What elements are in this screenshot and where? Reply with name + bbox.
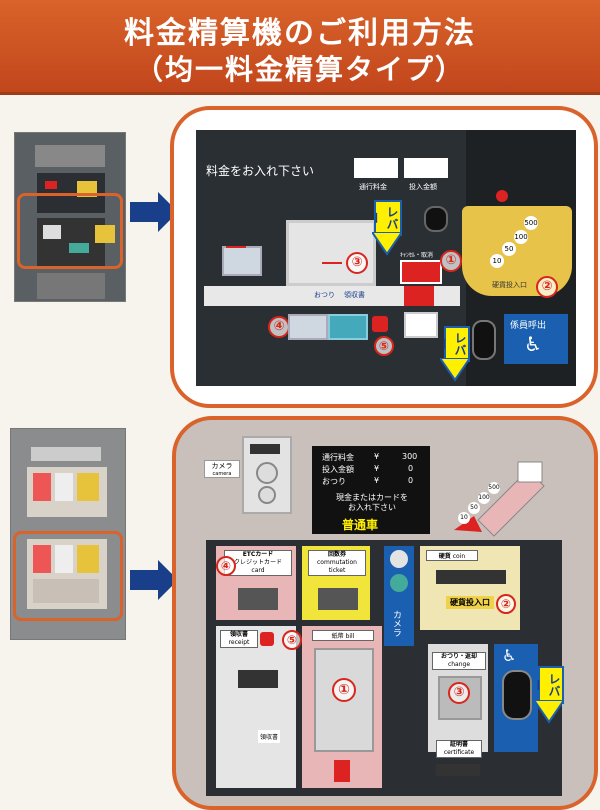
- arrow-right-icon: [130, 192, 178, 232]
- marker-1: ①: [440, 250, 462, 272]
- wheelchair-icon-2: ♿: [502, 646, 517, 665]
- coin-slot-label: 硬貨投入口: [492, 281, 527, 289]
- marker2-5: ⑤: [282, 630, 302, 650]
- coin-label: 硬貨 coin: [426, 550, 478, 561]
- title-banner: 料金精算機のご利用方法 （均一料金精算タイプ）: [0, 0, 600, 95]
- coin-10: 10: [490, 254, 504, 268]
- page-title: 料金精算機のご利用方法: [124, 16, 476, 51]
- wheelchair-icon: ♿: [524, 332, 542, 356]
- staff-call-button-2[interactable]: [502, 670, 532, 720]
- ticket-slot[interactable]: [318, 588, 358, 610]
- receipt-label: 領収書: [344, 291, 365, 299]
- coin-50: 50: [502, 242, 516, 256]
- receipt-label-2: 領収書 receipt: [220, 630, 258, 648]
- receipt-tag: 領収書: [258, 730, 281, 743]
- cancel-label: ｷｬﾝｾﾙ・取消: [400, 252, 434, 259]
- receipt-area: [216, 626, 296, 788]
- marker-5: ⑤: [374, 336, 394, 356]
- bill-label: 紙幣 bill: [312, 630, 374, 641]
- arrow-right-icon-2: [130, 560, 178, 600]
- lever-down-arrow-icon: [372, 232, 402, 256]
- machine-photo-1: [14, 132, 126, 302]
- marker2-1: ①: [332, 678, 356, 702]
- receipt-button[interactable]: [372, 316, 388, 332]
- coin-slot-label-2: 硬貨投入口: [446, 596, 494, 609]
- coin-slot-2[interactable]: [436, 570, 506, 584]
- label-strip: [204, 286, 460, 306]
- camera-side-label: カメラ: [391, 610, 401, 637]
- staff-call-panel: [504, 314, 568, 364]
- change-tray[interactable]: [288, 314, 328, 340]
- lever-down-arrow-icon-3: [534, 700, 564, 724]
- paid-label: 投入金額: [409, 183, 437, 191]
- marker2-3: ③: [448, 682, 470, 704]
- coin-100: 100: [514, 230, 528, 244]
- coin-chute-icon: [454, 461, 545, 537]
- marker-4: ④: [268, 316, 290, 338]
- page-subtitle: （均一料金精算タイプ）: [134, 53, 465, 86]
- key-lock: [424, 206, 448, 232]
- certificate-label: 証明書 certificate: [436, 740, 482, 758]
- lever-down-arrow-icon-2: [440, 358, 470, 382]
- marker-2: ②: [536, 276, 558, 298]
- coin2-10: 10: [458, 512, 470, 524]
- coin-return[interactable]: [404, 312, 438, 338]
- etc-card-slot[interactable]: [238, 588, 278, 610]
- lever-label-2: レバー: [437, 326, 470, 362]
- cancel-button[interactable]: [400, 260, 442, 284]
- fare-display: [354, 158, 398, 178]
- paid-display: [404, 158, 448, 178]
- change-label-2: おつり・返却 change: [432, 652, 486, 670]
- lever-label-1: レバー: [369, 200, 402, 236]
- machine-panel-1: 料金をお入れ下さい 通行料金 投入金額 ③ レバー ｷｬﾝｾﾙ・取消 ① おつり…: [170, 106, 598, 408]
- staff-call-button[interactable]: [472, 320, 496, 360]
- change-label: おつり: [314, 291, 335, 299]
- machine-photo-2: [10, 428, 126, 640]
- marker2-2: ②: [496, 594, 516, 614]
- receipt-slot[interactable]: [328, 314, 368, 340]
- coin2-500: 500: [488, 482, 500, 494]
- staff-call-label: 係員呼出: [510, 321, 547, 331]
- fare-label: 通行料金: [359, 183, 387, 191]
- lever-label-3: レバー: [531, 666, 564, 704]
- card-slot[interactable]: [222, 246, 262, 276]
- receipt-slot-2[interactable]: [238, 670, 278, 688]
- certificate-slot[interactable]: [436, 764, 480, 776]
- main-display: 通行料金 ¥ 300 投入金額 ¥ 0 おつり ¥ 0 現金またはカードを お入…: [312, 446, 430, 534]
- photo-highlight-2: [13, 531, 123, 621]
- vehicle-type: 普通車: [342, 518, 379, 532]
- insert-message: 料金をお入れ下さい: [206, 164, 315, 178]
- receipt-button-2[interactable]: [260, 632, 274, 646]
- coin-500: 500: [524, 216, 538, 230]
- photo-highlight-1: [17, 193, 123, 269]
- marker2-4: ④: [216, 556, 236, 576]
- marker-3: ③: [346, 252, 368, 274]
- coin2-50: 50: [468, 502, 480, 514]
- coin2-100: 100: [478, 492, 490, 504]
- ticket-label: 回数券 commutation ticket: [308, 550, 366, 576]
- camera-lens-icon: [256, 462, 278, 484]
